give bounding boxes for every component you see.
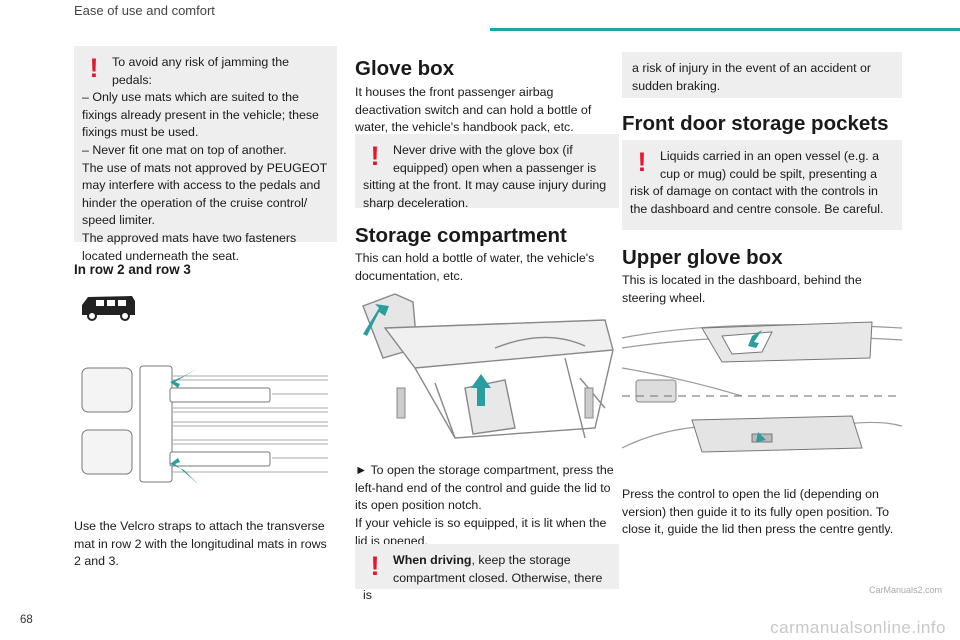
warning-exclamation-icon: !: [89, 53, 99, 83]
warning-text: Never drive with the glove box (if equip…: [363, 143, 607, 210]
warning-box-glove: ! Never drive with the glove box (if equ…: [355, 134, 619, 210]
page-number: 68: [20, 614, 33, 626]
warning-line: The use of mats not approved by PEUGEOT …: [82, 160, 327, 228]
floor-mats-illustration: [81, 365, 328, 484]
upper-glove-instructions: Press the control to open the lid (depen…: [622, 487, 894, 537]
warning-exclamation-icon: !: [637, 147, 647, 177]
warning-box-continued: a risk of injury in the event of an acci…: [622, 52, 902, 98]
warning-bold-text: When driving: [393, 553, 472, 567]
warning-exclamation-icon: !: [370, 551, 380, 581]
heading-front-door-pockets: Front door storage pockets: [622, 112, 889, 135]
velcro-instructions: Use the Velcro straps to attach the tran…: [74, 519, 327, 569]
glove-box-description: It houses the front passenger airbag dea…: [355, 85, 592, 135]
watermark: carmanualsonline.info: [770, 618, 946, 637]
header-accent-bar: [490, 28, 960, 31]
watermark-small: CarManuals2.com: [868, 585, 942, 595]
warning-exclamation-icon: !: [370, 141, 380, 171]
heading-glove-box: Glove box: [355, 57, 455, 80]
warning-box-driving: ! When driving, keep the storage compart…: [355, 544, 619, 602]
warning-line: – Only use mats which are suited to the …: [82, 90, 319, 140]
upper-glove-box-illustration: [622, 308, 902, 480]
warning-text: , keep the storage compartment closed. O…: [363, 553, 603, 603]
heading-upper-glove-box: Upper glove box: [622, 246, 783, 269]
warning-line: To avoid any risk of jamming the pedals:: [112, 55, 289, 87]
upper-glove-description: This is located in the dashboard, behind…: [622, 273, 862, 305]
warning-line: The approved mats have two fasteners loc…: [82, 230, 297, 263]
subheading-rows: In row 2 and row 3: [74, 262, 191, 277]
warning-text: Liquids carried in an open vessel (e.g. …: [630, 149, 884, 216]
storage-compartment-illustration: [355, 288, 617, 446]
warning-box-door: ! Liquids carried in an open vessel (e.g…: [622, 140, 902, 230]
warning-box-mats: ! To avoid any risk of jamming the pedal…: [74, 46, 337, 263]
warning-line: – Never fit one mat on top of another.: [82, 142, 287, 157]
storage-open-step: ► To open the storage compartment, press…: [355, 463, 614, 513]
storage-description: This can hold a bottle of water, the veh…: [355, 251, 595, 283]
heading-storage-compartment: Storage compartment: [355, 224, 567, 247]
van-icon: [82, 296, 135, 321]
warning-text: a risk of injury in the event of an acci…: [632, 61, 871, 93]
section-title: Ease of use and comfort: [74, 3, 215, 18]
